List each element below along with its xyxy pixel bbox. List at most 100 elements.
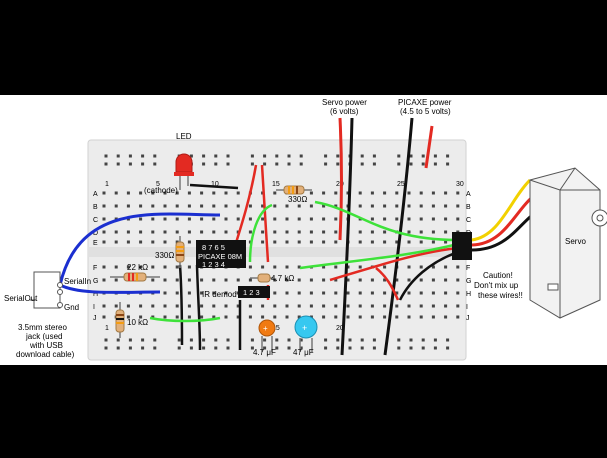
row-letter: F xyxy=(93,265,97,272)
breadboard-hole xyxy=(187,204,191,208)
breadboard-hole xyxy=(285,304,289,308)
breadboard-hole xyxy=(102,204,106,208)
capacitor-4-7uF-label: 4.7 μF xyxy=(253,348,276,357)
col-number: 5 xyxy=(156,181,160,188)
breadboard-hole xyxy=(116,346,120,350)
breadboard-hole xyxy=(409,162,413,166)
breadboard-hole xyxy=(309,217,313,221)
breadboard-hole xyxy=(297,217,301,221)
svg-text:+: + xyxy=(302,323,307,333)
breadboard-hole xyxy=(151,315,155,319)
breadboard-hole xyxy=(212,291,216,295)
breadboard-hole xyxy=(236,217,240,221)
breadboard-hole xyxy=(175,304,179,308)
breadboard-hole xyxy=(248,217,252,221)
breadboard-hole xyxy=(456,191,460,195)
breadboard-hole xyxy=(421,154,425,158)
resistor-4-7k-label: 4.7 kΩ xyxy=(271,274,294,283)
breadboard-hole xyxy=(236,304,240,308)
breadboard-hole xyxy=(126,204,130,208)
capacitor-47uF: + xyxy=(294,315,318,352)
breadboard-hole xyxy=(200,278,204,282)
breadboard-hole xyxy=(322,240,326,244)
breadboard-hole xyxy=(163,240,167,244)
breadboard-hole xyxy=(114,230,118,234)
breadboard-hole xyxy=(334,291,338,295)
breadboard-hole xyxy=(297,278,301,282)
breadboard-hole xyxy=(263,154,267,158)
breadboard-hole xyxy=(407,240,411,244)
breadboard-hole xyxy=(126,217,130,221)
breadboard-hole xyxy=(175,315,179,319)
breadboard-hole xyxy=(153,154,157,158)
breadboard-hole xyxy=(128,338,132,342)
breadboard-hole xyxy=(273,278,277,282)
breadboard-hole xyxy=(224,217,228,221)
breadboard-hole xyxy=(151,278,155,282)
breadboard-hole xyxy=(299,162,303,166)
breadboard-hole xyxy=(128,346,132,350)
red-jumper-wire xyxy=(260,164,270,263)
breadboard-hole xyxy=(421,162,425,166)
red-power-feed-wire xyxy=(375,267,400,301)
breadboard-hole xyxy=(187,217,191,221)
breadboard-hole xyxy=(370,278,374,282)
green-signal-wire xyxy=(314,200,459,242)
breadboard-hole xyxy=(287,346,291,350)
breadboard-hole xyxy=(431,278,435,282)
breadboard-hole xyxy=(446,346,450,350)
breadboard-hole xyxy=(419,265,423,269)
breadboard-hole xyxy=(322,217,326,221)
breadboard-hole xyxy=(360,346,364,350)
svg-text:+: + xyxy=(263,324,268,333)
breadboard-hole xyxy=(336,162,340,166)
breadboard-hole xyxy=(383,278,387,282)
breadboard-hole xyxy=(444,230,448,234)
breadboard-hole xyxy=(163,191,167,195)
breadboard-hole xyxy=(370,304,374,308)
breadboard-hole xyxy=(202,154,206,158)
breadboard-hole xyxy=(116,338,120,342)
breadboard-hole xyxy=(395,217,399,221)
breadboard-hole xyxy=(285,291,289,295)
breadboard-hole xyxy=(189,346,193,350)
breadboard-hole xyxy=(397,154,401,158)
breadboard-hole xyxy=(261,315,265,319)
breadboard-hole xyxy=(153,162,157,166)
breadboard-hole xyxy=(348,346,352,350)
breadboard-hole xyxy=(456,278,460,282)
col-number: 30 xyxy=(456,181,464,188)
breadboard-hole xyxy=(431,291,435,295)
breadboard-hole xyxy=(358,204,362,208)
breadboard-hole xyxy=(444,291,448,295)
breadboard-hole xyxy=(297,315,301,319)
breadboard-hole xyxy=(177,346,181,350)
breadboard-hole xyxy=(322,191,326,195)
breadboard-hole xyxy=(419,230,423,234)
breadboard-hole xyxy=(248,204,252,208)
resistor-4-7k xyxy=(250,273,274,283)
breadboard-hole xyxy=(200,191,204,195)
breadboard-hole xyxy=(226,346,230,350)
row-letter: G xyxy=(466,278,471,285)
row-letter: I xyxy=(93,304,95,311)
col-number: 20 xyxy=(336,181,344,188)
breadboard-hole xyxy=(407,217,411,221)
breadboard-hole xyxy=(407,204,411,208)
breadboard-hole xyxy=(431,315,435,319)
breadboard-hole xyxy=(383,191,387,195)
breadboard-hole xyxy=(358,304,362,308)
breadboard-hole xyxy=(372,346,376,350)
picaxe-power-red-wire xyxy=(424,125,434,169)
breadboard-hole xyxy=(151,240,155,244)
breadboard-hole xyxy=(187,315,191,319)
breadboard-hole xyxy=(433,346,437,350)
breadboard-hole xyxy=(334,191,338,195)
breadboard-hole xyxy=(287,338,291,342)
capacitor-4-7uF: + xyxy=(258,319,276,352)
breadboard-hole xyxy=(151,230,155,234)
row-letter: H xyxy=(466,291,471,298)
breadboard-hole xyxy=(383,304,387,308)
led-label: LED xyxy=(176,132,192,141)
breadboard-hole xyxy=(102,278,106,282)
